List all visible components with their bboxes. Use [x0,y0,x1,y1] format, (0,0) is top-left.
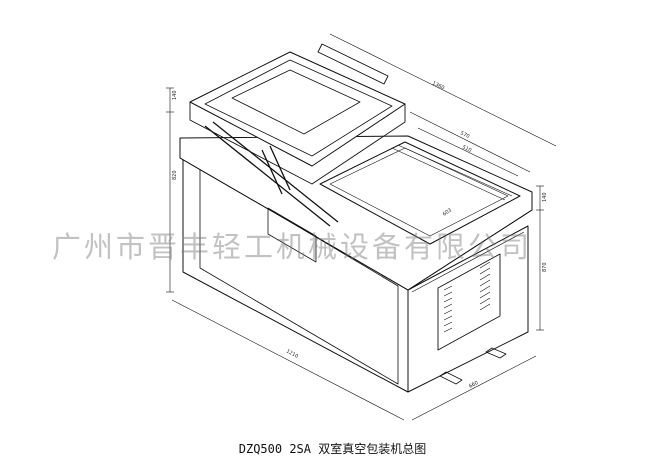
dim-base-width: 1210 [285,348,299,359]
right-chamber [319,141,521,245]
drawing-caption: DZQ500 2SA 双室真空包装机总图 [238,442,427,456]
dim-chamber: 603 [442,207,453,217]
dim-right-height: 870 [542,262,548,272]
dim-depth-b: 510 [461,144,472,154]
dim-depth-a: 570 [459,130,470,140]
dim-body-height: 820 [172,170,178,180]
cabinet-right [407,225,529,393]
dim-overall-length: 1360 [431,80,445,91]
lid-hinge-arms [204,121,339,227]
vent-panel [437,253,501,351]
dim-base-depth: 660 [468,380,479,390]
dim-right-lid: 140 [542,192,548,202]
dim-lid-height: 140 [172,90,178,100]
watermark: 广州市晋丰轻工机械设备有限公司 [52,230,533,264]
